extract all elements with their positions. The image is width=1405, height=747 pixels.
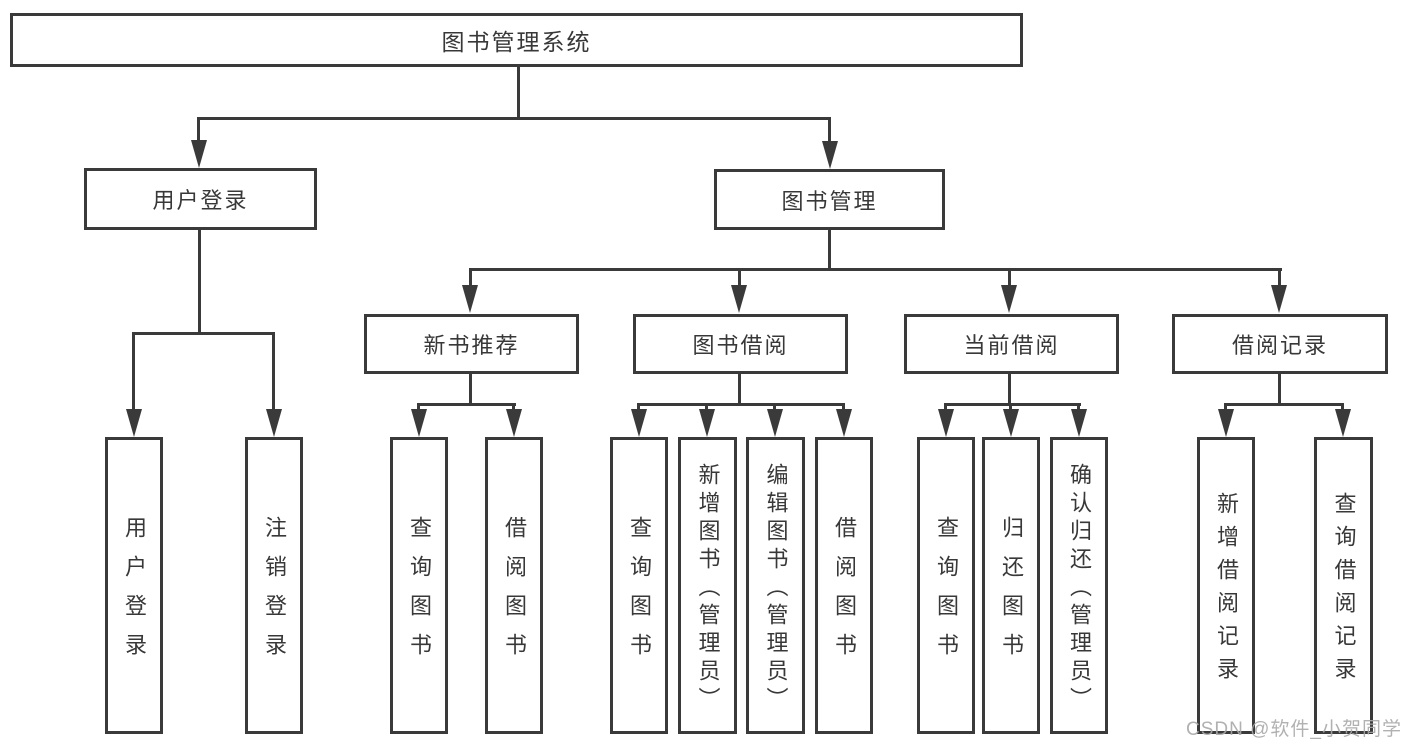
connector-mgmt-drop-3 — [1008, 268, 1011, 288]
leaf-edit-book-admin-label: 编辑图书（管理员） — [763, 462, 789, 715]
connector-current-drop-3 — [1077, 403, 1080, 412]
connector-mgmt-rail — [469, 268, 1282, 271]
node-current-borrow-label: 当前借阅 — [963, 333, 1060, 358]
arrow-down-icon — [822, 141, 838, 169]
arrow-down-icon — [938, 409, 954, 437]
leaf-add-borrow-record-label: 新增借阅记录 — [1214, 492, 1239, 690]
connector-record-rail — [1224, 403, 1344, 406]
connector-root-stem — [517, 64, 520, 120]
arrow-down-icon — [631, 409, 647, 437]
leaf-borrow-book-1-label: 借阅图书 — [502, 516, 527, 672]
connector-newbook-drop-2 — [512, 403, 515, 412]
leaf-return-book-label: 归还图书 — [999, 516, 1024, 672]
leaf-edit-book-admin: 编辑图书（管理员） — [746, 437, 805, 734]
leaf-user-login: 用户登录 — [105, 437, 163, 734]
leaf-borrow-book-2-label: 借阅图书 — [832, 516, 857, 672]
connector-root-rail — [197, 117, 831, 120]
connector-mgmt-drop-4 — [1278, 268, 1281, 288]
connector-login-stem — [198, 230, 201, 335]
connector-login-drop-2 — [272, 332, 275, 411]
arrow-down-icon — [1218, 409, 1234, 437]
arrow-down-icon — [699, 409, 715, 437]
arrow-down-icon — [731, 285, 747, 313]
connector-newbook-rail — [417, 403, 516, 406]
connector-newbook-drop-1 — [417, 403, 420, 412]
connector-mgmt-drop-1 — [469, 268, 472, 288]
connector-login-rail — [132, 332, 275, 335]
node-current-borrow: 当前借阅 — [904, 314, 1119, 374]
arrow-down-icon — [1071, 409, 1087, 437]
node-user-login: 用户登录 — [84, 168, 317, 230]
connector-current-stem — [1008, 374, 1011, 406]
connector-borrow-drop-2 — [705, 403, 708, 412]
arrow-down-icon — [1335, 409, 1351, 437]
connector-record-drop-2 — [1341, 403, 1344, 412]
node-book-mgmt: 图书管理 — [714, 169, 945, 230]
connector-current-rail — [944, 403, 1081, 406]
arrow-down-icon — [767, 409, 783, 437]
node-root-label: 图书管理系统 — [441, 29, 592, 55]
watermark: CSDN @软件_小贺同学 — [1186, 719, 1402, 740]
leaf-return-book: 归还图书 — [982, 437, 1040, 734]
arrow-down-icon — [266, 409, 282, 437]
node-book-mgmt-label: 图书管理 — [781, 188, 878, 214]
arrow-down-icon — [1001, 285, 1017, 313]
leaf-confirm-return-admin-label: 确认归还（管理员） — [1067, 462, 1092, 715]
connector-borrow-rail — [637, 403, 845, 406]
arrow-down-icon — [1271, 285, 1287, 313]
leaf-logout-label: 注销登录 — [262, 516, 287, 672]
leaf-confirm-return-admin: 确认归还（管理员） — [1050, 437, 1108, 734]
leaf-borrow-book-2: 借阅图书 — [815, 437, 873, 734]
leaf-add-book-admin-label: 新增图书（管理员） — [695, 462, 721, 715]
connector-borrow-drop-4 — [842, 403, 845, 412]
connector-root-drop-left — [197, 117, 200, 145]
connector-borrow-drop-1 — [637, 403, 640, 412]
connector-root-drop-right — [828, 117, 831, 145]
leaf-query-book-3: 查询图书 — [917, 437, 975, 734]
connector-record-stem — [1278, 374, 1281, 406]
leaf-add-borrow-record: 新增借阅记录 — [1197, 437, 1255, 734]
node-book-borrow-label: 图书借阅 — [692, 333, 789, 358]
connector-current-drop-2 — [1009, 403, 1012, 412]
arrow-down-icon — [506, 409, 522, 437]
arrow-down-icon — [1003, 409, 1019, 437]
leaf-borrow-book-1: 借阅图书 — [485, 437, 543, 734]
arrow-down-icon — [126, 409, 142, 437]
node-borrow-record: 借阅记录 — [1172, 314, 1388, 374]
arrow-down-icon — [411, 409, 427, 437]
node-borrow-record-label: 借阅记录 — [1231, 333, 1328, 358]
arrow-down-icon — [191, 140, 207, 168]
leaf-user-login-label: 用户登录 — [122, 516, 147, 672]
leaf-query-book-3-label: 查询图书 — [934, 516, 959, 672]
leaf-add-book-admin: 新增图书（管理员） — [678, 437, 737, 734]
leaf-logout: 注销登录 — [245, 437, 303, 734]
connector-record-drop-1 — [1224, 403, 1227, 412]
leaf-query-book-1: 查询图书 — [390, 437, 448, 734]
connector-mgmt-stem — [828, 230, 831, 271]
arrow-down-icon — [462, 285, 478, 313]
node-new-book-recommend: 新书推荐 — [364, 314, 579, 374]
node-new-book-recommend-label: 新书推荐 — [423, 333, 520, 358]
leaf-query-book-1-label: 查询图书 — [407, 516, 432, 672]
leaf-query-borrow-record: 查询借阅记录 — [1314, 437, 1373, 734]
leaf-query-borrow-record-label: 查询借阅记录 — [1331, 492, 1357, 690]
leaf-query-book-2-label: 查询图书 — [627, 516, 652, 672]
connector-borrow-drop-3 — [773, 403, 776, 412]
arrow-down-icon — [836, 409, 852, 437]
node-root: 图书管理系统 — [10, 13, 1023, 67]
connector-borrow-stem — [738, 374, 741, 406]
connector-current-drop-1 — [944, 403, 947, 412]
connector-newbook-stem — [469, 374, 472, 406]
node-book-borrow: 图书借阅 — [633, 314, 848, 374]
connector-mgmt-drop-2 — [738, 268, 741, 288]
leaf-query-book-2: 查询图书 — [610, 437, 668, 734]
node-user-login-label: 用户登录 — [152, 188, 249, 213]
connector-login-drop-1 — [132, 332, 135, 411]
